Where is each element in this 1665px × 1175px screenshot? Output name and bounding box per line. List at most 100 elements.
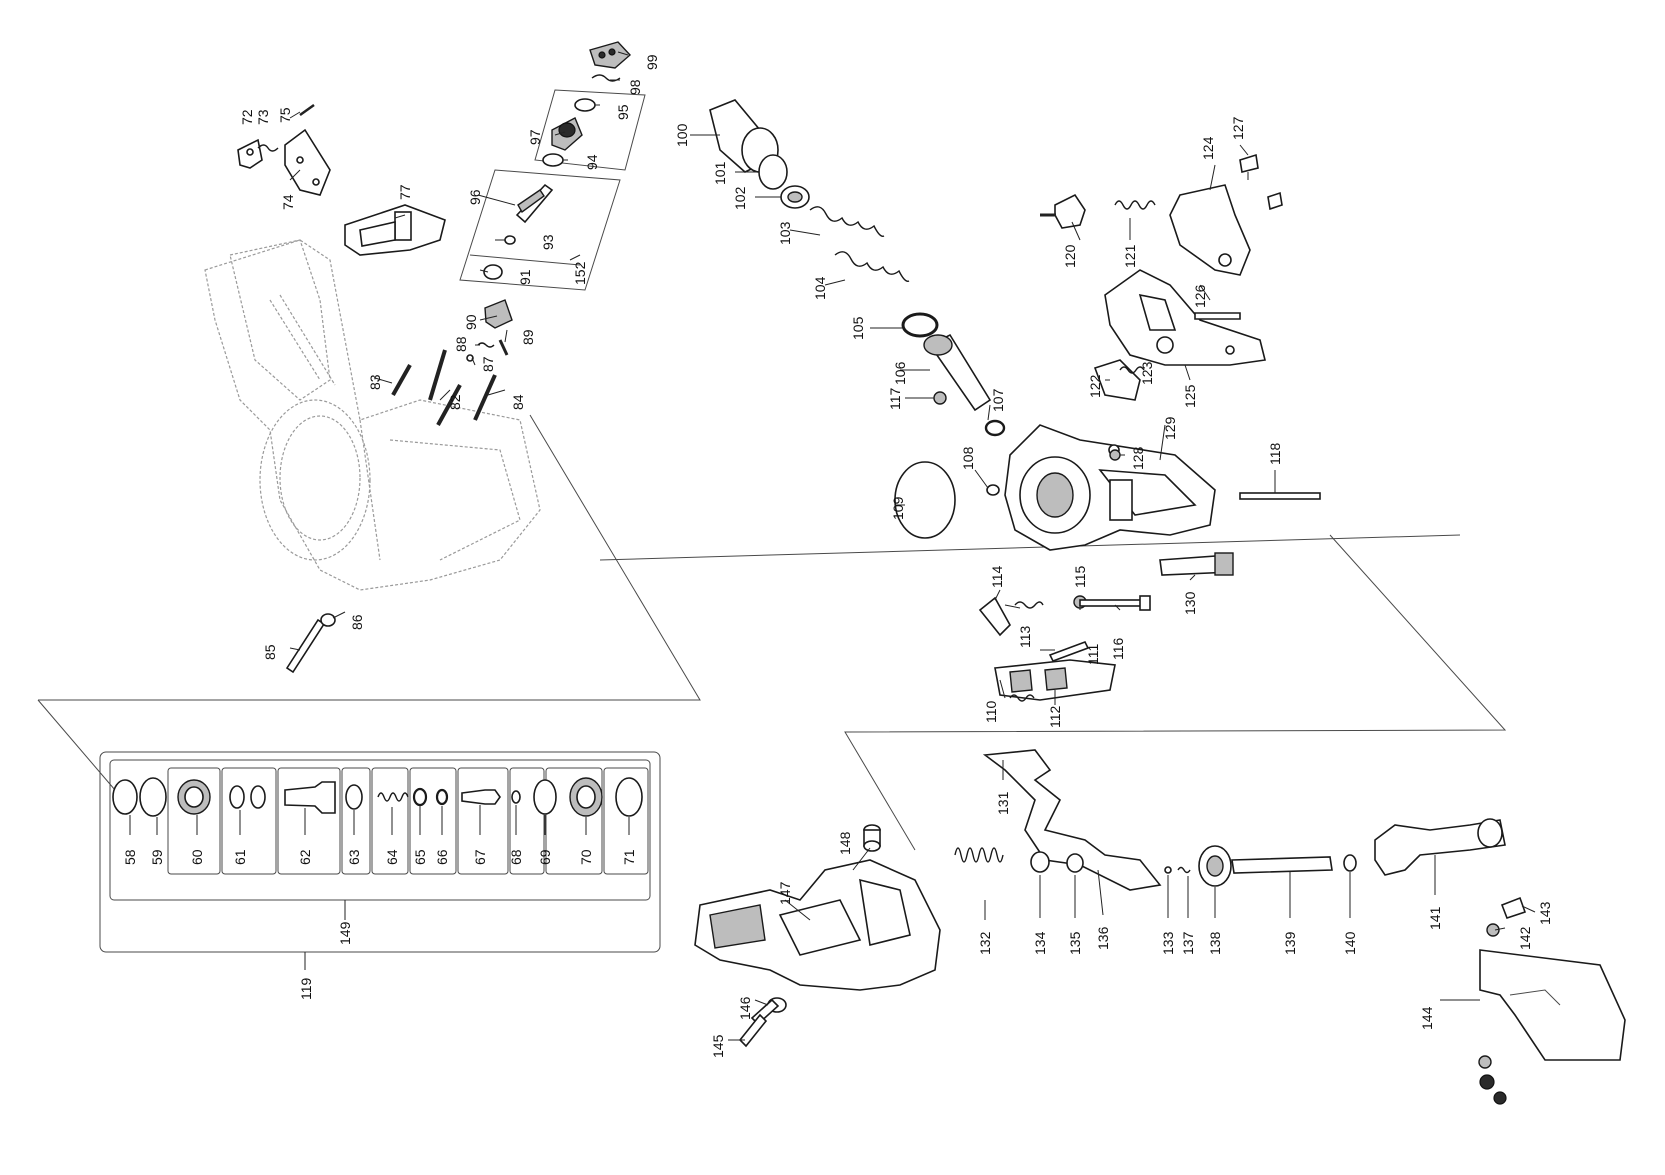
label-138: 138 xyxy=(1207,931,1223,955)
label-143: 143 xyxy=(1537,901,1553,925)
label-72: 72 xyxy=(239,109,255,125)
label-65: 65 xyxy=(412,849,428,865)
label-123: 123 xyxy=(1139,361,1155,385)
parts-lower xyxy=(694,749,1626,1105)
label-131: 131 xyxy=(995,791,1011,815)
label-82: 82 xyxy=(447,394,463,410)
label-77: 77 xyxy=(397,184,413,200)
label-103: 103 xyxy=(777,221,793,245)
label-120: 120 xyxy=(1062,244,1078,268)
valve-body-129 xyxy=(1004,424,1321,576)
label-125: 125 xyxy=(1182,384,1198,408)
label-124: 124 xyxy=(1200,136,1216,160)
label-84: 84 xyxy=(510,394,526,410)
label-148: 148 xyxy=(837,831,853,855)
parts-middle-linkage xyxy=(978,595,1151,702)
label-113: 113 xyxy=(1017,625,1033,648)
label-91: 91 xyxy=(517,269,533,285)
label-149: 149 xyxy=(337,921,353,945)
label-105: 105 xyxy=(850,316,866,340)
label-102: 102 xyxy=(732,186,748,210)
label-75: 75 xyxy=(277,107,293,123)
label-88: 88 xyxy=(453,336,469,352)
label-73: 73 xyxy=(255,109,271,125)
label-139: 139 xyxy=(1282,931,1298,955)
label-142: 142 xyxy=(1517,926,1533,950)
label-107: 107 xyxy=(990,388,1006,412)
label-100: 100 xyxy=(674,123,690,147)
parts-upper-right xyxy=(1040,153,1283,401)
label-129: 129 xyxy=(1162,416,1178,440)
label-147: 147 xyxy=(777,881,793,905)
label-62: 62 xyxy=(297,849,313,865)
label-68: 68 xyxy=(508,849,524,865)
label-115: 115 xyxy=(1072,565,1088,588)
label-90: 90 xyxy=(463,314,479,330)
label-130: 130 xyxy=(1182,591,1198,615)
label-70: 70 xyxy=(578,849,594,865)
label-66: 66 xyxy=(434,849,450,865)
parts-upper-left xyxy=(237,41,632,674)
label-64: 64 xyxy=(384,849,400,865)
label-132: 132 xyxy=(977,931,993,955)
label-122: 122 xyxy=(1087,374,1103,398)
label-126: 126 xyxy=(1192,284,1208,308)
label-106: 106 xyxy=(892,361,908,385)
part-number-labels: 58 59 60 61 62 63 64 65 66 67 68 69 70 7… xyxy=(122,54,1553,1058)
label-111: 111 xyxy=(1085,644,1101,665)
label-133: 133 xyxy=(1160,931,1176,955)
label-97: 97 xyxy=(527,129,543,145)
seal-kit-parts xyxy=(112,777,643,817)
label-116: 116 xyxy=(1110,637,1126,660)
label-60: 60 xyxy=(189,849,205,865)
label-99: 99 xyxy=(644,54,660,70)
label-95: 95 xyxy=(615,104,631,120)
label-145: 145 xyxy=(710,1034,726,1058)
label-83: 83 xyxy=(367,374,383,390)
label-136: 136 xyxy=(1095,926,1111,950)
label-94: 94 xyxy=(584,154,600,170)
label-112: 112 xyxy=(1047,705,1063,728)
label-71: 71 xyxy=(621,849,637,865)
label-69: 69 xyxy=(537,849,553,865)
assembly-frame-lines xyxy=(37,89,1507,953)
label-87: 87 xyxy=(480,356,496,372)
label-86: 86 xyxy=(349,614,365,630)
label-104: 104 xyxy=(812,276,828,300)
label-98: 98 xyxy=(627,79,643,95)
label-58: 58 xyxy=(122,849,138,865)
label-137: 137 xyxy=(1180,931,1196,955)
label-144: 144 xyxy=(1419,1006,1435,1030)
label-89: 89 xyxy=(520,329,536,345)
label-110: 110 xyxy=(983,700,999,723)
label-146: 146 xyxy=(737,996,753,1020)
label-109: 109 xyxy=(890,496,906,520)
label-140: 140 xyxy=(1342,931,1358,955)
label-134: 134 xyxy=(1032,931,1048,955)
label-85: 85 xyxy=(262,644,278,660)
label-59: 59 xyxy=(149,849,165,865)
label-108: 108 xyxy=(960,446,976,470)
leader-lines xyxy=(129,51,1536,1041)
label-118: 118 xyxy=(1267,442,1283,465)
label-61: 61 xyxy=(232,849,248,865)
housing-ghost-outline xyxy=(204,239,541,591)
label-67: 67 xyxy=(472,849,488,865)
label-74: 74 xyxy=(280,194,296,210)
label-121: 121 xyxy=(1122,244,1138,268)
parts-upper-center xyxy=(709,99,1006,539)
label-96: 96 xyxy=(467,189,483,205)
label-101: 101 xyxy=(712,161,728,185)
label-63: 63 xyxy=(346,849,362,865)
label-119: 119 xyxy=(298,977,314,1000)
label-141: 141 xyxy=(1427,906,1443,930)
label-117: 117 xyxy=(887,387,903,410)
label-93: 93 xyxy=(540,234,556,250)
label-135: 135 xyxy=(1067,931,1083,955)
label-127: 127 xyxy=(1230,116,1246,140)
label-128: 128 xyxy=(1130,446,1146,470)
label-114: 114 xyxy=(989,565,1005,588)
label-152: 152 xyxy=(572,261,588,285)
